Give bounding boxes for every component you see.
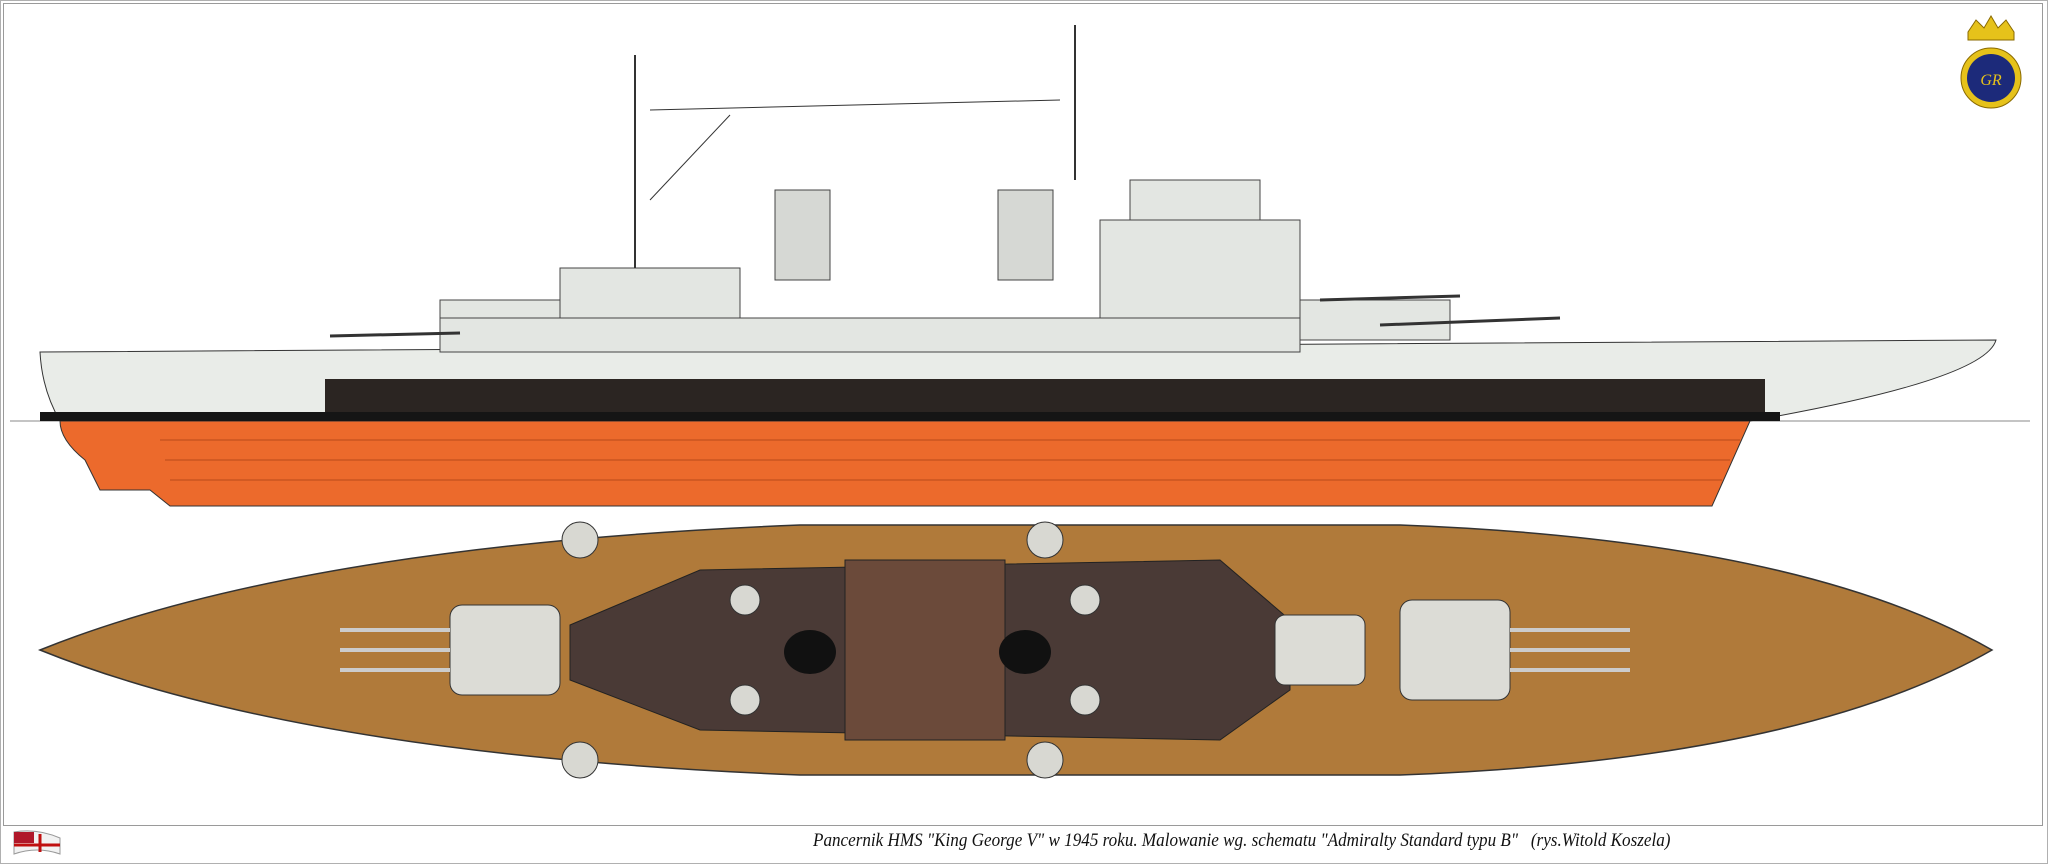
main-guns <box>329 294 1561 338</box>
main-turrets <box>449 599 1511 701</box>
aft-funnel <box>999 630 1051 674</box>
plan-guns <box>340 628 1630 672</box>
drawing-frame <box>3 3 2043 826</box>
white-ensign-flag <box>13 830 61 855</box>
boat-deck <box>844 559 1006 741</box>
dark-camouflage-band <box>325 379 1765 412</box>
svg-text:GR: GR <box>1980 72 2002 89</box>
secondary-turrets <box>561 521 1101 779</box>
hull-plating <box>160 439 1740 481</box>
lower-hull <box>59 420 1751 507</box>
boot-topping <box>40 412 1780 421</box>
forward-funnel <box>784 630 836 674</box>
side-profile <box>10 25 2030 507</box>
ship-crest: GR <box>1960 15 2022 109</box>
superstructure <box>439 179 1451 353</box>
plan-view <box>37 521 1994 779</box>
masts <box>634 25 1076 268</box>
drawing-caption: Pancernik HMS "King George V" w 1945 rok… <box>813 830 1671 851</box>
